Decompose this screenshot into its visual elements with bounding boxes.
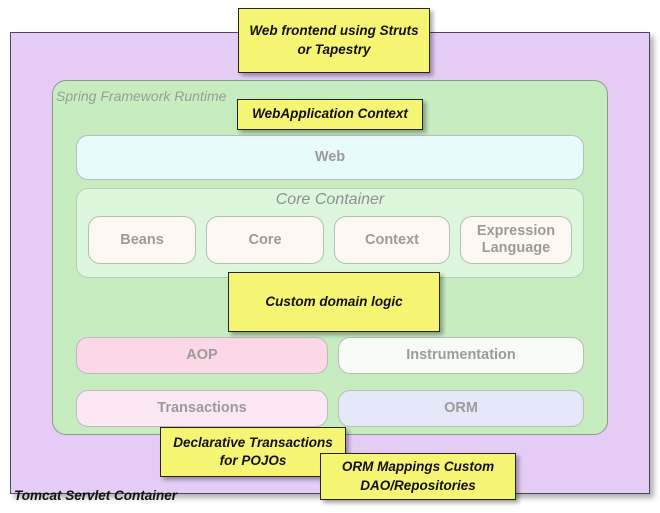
callout-webapplication-context: WebApplication Context <box>237 99 423 130</box>
core-container-title: Core Container <box>275 191 385 208</box>
tomcat-servlet-container-label: Tomcat Servlet Container <box>14 488 178 503</box>
module-context: Context <box>334 216 450 264</box>
callout-declarative-transactions: Declarative Transactions for POJOs <box>160 427 346 477</box>
module-core: Core <box>206 216 324 264</box>
module-expression-language: Expression Language <box>460 216 572 264</box>
module-aop: AOP <box>76 337 328 374</box>
module-transactions: Transactions <box>76 390 328 427</box>
module-instrumentation: Instrumentation <box>338 337 584 374</box>
module-orm: ORM <box>338 390 584 427</box>
callout-custom-domain-logic: Custom domain logic <box>228 272 440 332</box>
module-beans: Beans <box>88 216 196 264</box>
callout-orm-mappings: ORM Mappings Custom DAO/Repositories <box>320 453 516 500</box>
callout-web-frontend: Web frontend using Struts or Tapestry <box>238 8 430 73</box>
module-web: Web <box>76 135 584 180</box>
spring-framework-runtime-label: Spring Framework Runtime <box>56 88 227 104</box>
